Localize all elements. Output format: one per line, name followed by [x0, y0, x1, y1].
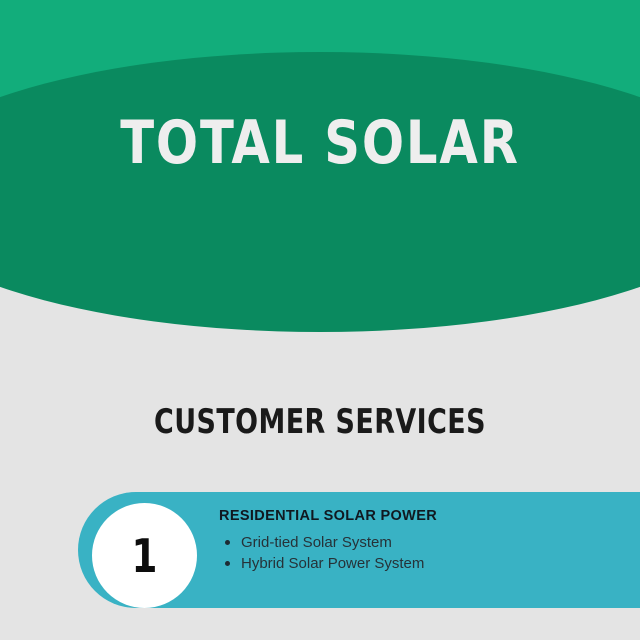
bullet-dot-icon [225, 540, 230, 545]
list-item: Grid-tied Solar System [219, 532, 619, 553]
section-heading: CUSTOMER SERVICES [154, 402, 486, 442]
list-item-label: Grid-tied Solar System [241, 534, 392, 551]
service-item-list: Grid-tied Solar System Hybrid Solar Powe… [219, 532, 619, 574]
service-number-label: 1 [131, 528, 158, 583]
list-item-label: Hybrid Solar Power System [241, 555, 425, 572]
hero-ellipse-shape [0, 52, 640, 332]
brand-title: TOTAL SOLAR [120, 108, 520, 178]
list-item: Hybrid Solar Power System [219, 553, 619, 574]
service-title: RESIDENTIAL SOLAR POWER [219, 508, 438, 524]
bullet-dot-icon [225, 561, 230, 566]
service-number-badge: 1 [92, 503, 197, 608]
hero-header [0, 0, 640, 332]
service-card-body: RESIDENTIAL SOLAR POWER Grid-tied Solar … [219, 507, 619, 574]
